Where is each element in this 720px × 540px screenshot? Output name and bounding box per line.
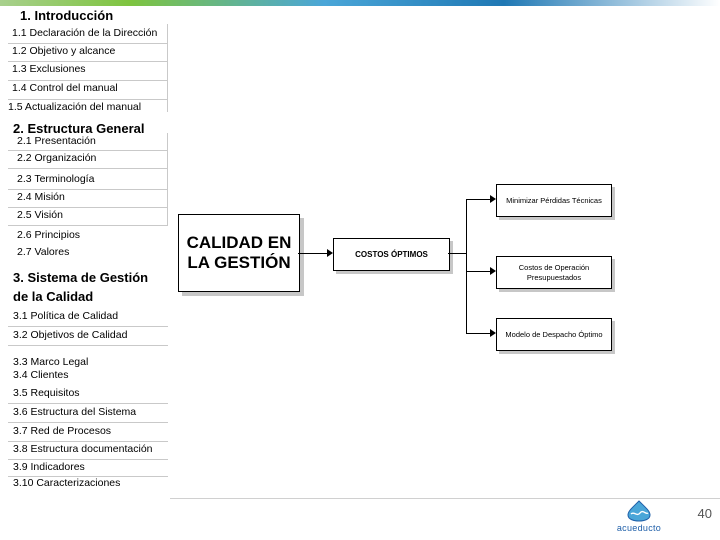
outline-rule — [8, 207, 168, 208]
outline-item-3-3[interactable]: 3.3 Marco Legal — [13, 356, 89, 368]
outline-item-3-9[interactable]: 3.9 Indicadores — [13, 461, 85, 473]
outline-item-1-1[interactable]: 1.1 Declaración de la Dirección — [12, 27, 158, 39]
connector-branch-2-arrow — [490, 267, 496, 275]
outline-item-1-5[interactable]: 1.5 Actualización del manual — [8, 101, 142, 113]
outline-item-2-4[interactable]: 2.4 Misión — [17, 191, 65, 203]
outline-item-2-7[interactable]: 2.7 Valores — [17, 246, 70, 258]
outline-rule — [8, 189, 168, 190]
connector-main-to-mid — [298, 253, 327, 254]
connector-branch-3 — [466, 333, 490, 334]
outline-item-2-6[interactable]: 2.6 Principios — [17, 229, 81, 241]
outline-item-1-2[interactable]: 1.2 Objetivo y alcance — [12, 45, 116, 57]
connector-main-to-mid-arrow — [327, 249, 333, 257]
outline-rule — [8, 225, 168, 226]
outline-item-2-3[interactable]: 2.3 Terminología — [17, 173, 95, 185]
outline-section-1-title: 1. Introducción — [20, 8, 114, 23]
outline-item-3-4[interactable]: 3.4 Clientes — [13, 369, 69, 381]
connector-branch-1-arrow — [490, 195, 496, 203]
diagram-right-box-2[interactable]: Costos de Operación Presupuestados — [496, 256, 612, 289]
diagram-mid-box[interactable]: COSTOS ÓPTIMOS — [333, 238, 450, 271]
outline-item-2-5[interactable]: 2.5 Visión — [17, 209, 63, 221]
outline-rule — [8, 441, 168, 442]
outline-rule — [8, 422, 168, 423]
outline-item-3-5[interactable]: 3.5 Requisitos — [13, 387, 80, 399]
outline-item-2-2[interactable]: 2.2 Organización — [17, 152, 97, 164]
diagram-right-box-1[interactable]: Minimizar Pérdidas Técnicas — [496, 184, 612, 217]
outline-rule — [8, 345, 168, 346]
connector-mid-trunk-vertical — [466, 199, 467, 334]
outline-section-3-title-line1: 3. Sistema de Gestión — [13, 270, 149, 285]
diagram-main-box[interactable]: CALIDAD EN LA GESTIÓN — [178, 214, 300, 292]
page-number: 40 — [697, 506, 712, 521]
outline-section-3-title-line2: de la Calidad — [13, 289, 94, 304]
footer-divider — [170, 498, 720, 499]
outline-section-2-title: 2. Estructura General — [13, 121, 145, 136]
outline-rule — [8, 61, 168, 62]
outline-item-3-1[interactable]: 3.1 Política de Calidad — [13, 310, 119, 322]
logo-text: acueducto — [616, 523, 662, 533]
outline-rule — [8, 80, 168, 81]
outline-vertical-rule — [167, 24, 168, 112]
outline-vertical-rule — [167, 133, 168, 225]
connector-mid-trunk-horizontal — [448, 253, 466, 254]
outline-item-3-10[interactable]: 3.10 Caracterizaciones — [13, 477, 121, 489]
top-accent-bar-highlight — [0, 6, 720, 9]
acueducto-logo: acueducto — [600, 500, 678, 536]
water-drop-icon — [627, 500, 651, 522]
outline-rule — [8, 459, 168, 460]
outline-rule — [8, 326, 168, 327]
outline-item-3-6[interactable]: 3.6 Estructura del Sistema — [13, 406, 137, 418]
diagram-right-box-3[interactable]: Modelo de Despacho Óptimo — [496, 318, 612, 351]
outline-item-3-7[interactable]: 3.7 Red de Procesos — [13, 425, 112, 437]
outline-item-1-4[interactable]: 1.4 Control del manual — [12, 82, 118, 94]
outline-item-1-3[interactable]: 1.3 Exclusiones — [12, 63, 86, 75]
outline-rule — [8, 168, 168, 169]
connector-branch-1 — [466, 199, 490, 200]
outline-rule — [8, 150, 168, 151]
outline-item-3-2[interactable]: 3.2 Objetivos de Calidad — [13, 329, 128, 341]
outline-rule — [8, 43, 168, 44]
connector-branch-3-arrow — [490, 329, 496, 337]
outline-item-3-8[interactable]: 3.8 Estructura documentación — [13, 443, 153, 455]
outline-item-2-1[interactable]: 2.1 Presentación — [17, 135, 96, 147]
top-accent-bar — [0, 0, 720, 8]
outline-rule — [8, 476, 168, 477]
outline-rule — [8, 99, 168, 100]
outline-rule — [8, 403, 168, 404]
connector-branch-2 — [466, 271, 490, 272]
